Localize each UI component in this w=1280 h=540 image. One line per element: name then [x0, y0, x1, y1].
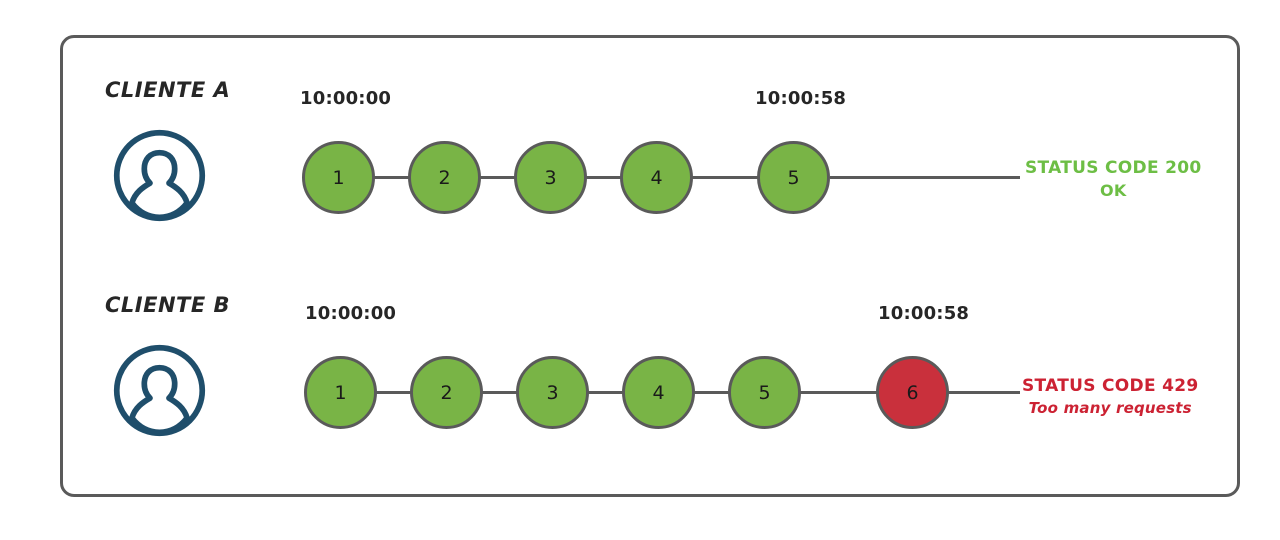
status-code-b: STATUS CODE 429 — [1022, 376, 1199, 396]
status-text-a: OK — [1100, 180, 1127, 200]
link-3-4 — [586, 391, 656, 394]
timestamp-start-a: 10:00:00 — [300, 88, 392, 109]
timestamp-end-b: 10:00:58 — [878, 303, 970, 324]
request-node[interactable]: 3 — [516, 356, 589, 429]
user-avatar-icon — [112, 343, 207, 443]
request-node[interactable]: 2 — [408, 141, 481, 214]
request-node-error[interactable]: 6 — [876, 356, 949, 429]
link-5-6 — [798, 391, 878, 394]
link-4-5 — [690, 176, 760, 179]
request-node[interactable]: 2 — [410, 356, 483, 429]
status-badge-a: STATUS CODE 200 OK — [1025, 157, 1201, 202]
client-label-b: CLIENTE B — [105, 293, 231, 317]
user-avatar-icon — [112, 128, 207, 228]
request-node[interactable]: 3 — [514, 141, 587, 214]
request-node[interactable]: 5 — [728, 356, 801, 429]
request-node[interactable]: 4 — [620, 141, 693, 214]
link-5-status — [830, 176, 1020, 179]
status-badge-b: STATUS CODE 429 Too many requests — [1022, 375, 1198, 418]
timestamp-start-b: 10:00:00 — [305, 303, 397, 324]
link-4-5 — [692, 391, 762, 394]
request-node[interactable]: 4 — [622, 356, 695, 429]
request-node[interactable]: 5 — [757, 141, 830, 214]
status-code-a: STATUS CODE 200 — [1025, 158, 1202, 178]
link-1-2 — [374, 391, 444, 394]
request-node[interactable]: 1 — [302, 141, 375, 214]
timestamp-end-a: 10:00:58 — [755, 88, 847, 109]
link-6-status — [948, 391, 1020, 394]
status-text-b: Too many requests — [1028, 398, 1192, 417]
link-1-2 — [372, 176, 442, 179]
client-label-a: CLIENTE A — [105, 78, 231, 102]
link-3-4 — [584, 176, 654, 179]
link-2-3 — [480, 391, 550, 394]
link-2-3 — [478, 176, 548, 179]
request-node[interactable]: 1 — [304, 356, 377, 429]
